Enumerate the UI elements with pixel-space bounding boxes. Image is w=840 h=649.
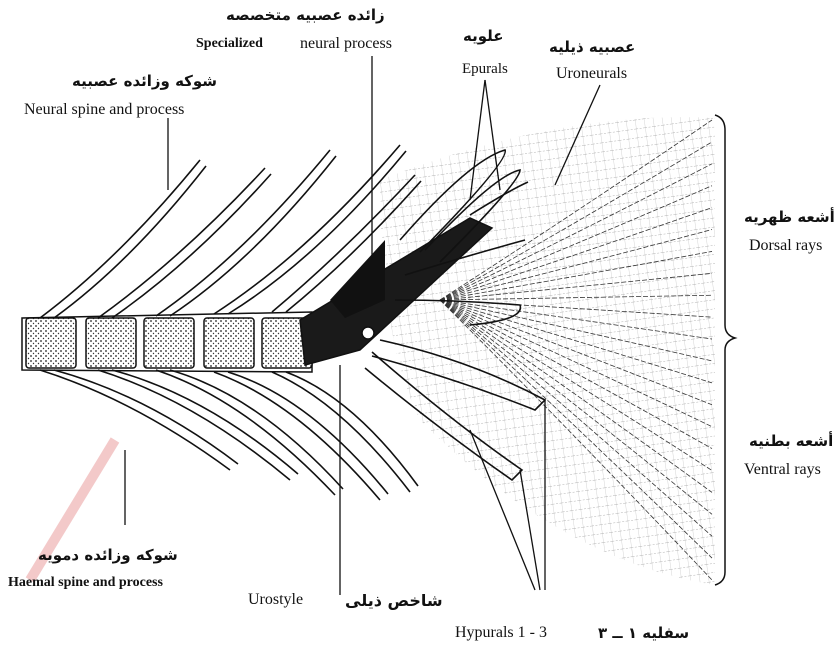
haemal-spine [272,372,418,492]
fin-brackets [715,115,735,585]
epurals-label-en: Epurals [462,62,508,77]
specialized-neural-process-label-ar: زائده عصبيه متخصصه [226,8,385,23]
haemal-spine-label-en: Haemal spine and process [8,576,163,590]
specialized-label-en: Specialized [196,37,263,51]
vertebra [86,318,136,368]
uroneurals-label-en: Uroneurals [556,66,627,82]
caudal-fin-rays [380,117,715,585]
vertebra [144,318,194,368]
vertebra [204,318,254,368]
neural-spine-label-en: Neural spine and process [24,102,184,118]
hypurals-label-ar: سفليه ١ ــ ٣ [598,626,689,641]
uroneurals-label-ar: عصبيه ذيليه [549,40,635,55]
ventral-rays-label-en: Ventral rays [744,462,821,478]
vertebral-column [22,312,312,372]
watermark-mark [20,430,130,590]
hypurals-label-en: Hypurals 1 - 3 [455,625,547,641]
urostyle-label-en: Urostyle [248,592,303,608]
neural-spine-label-ar: شوكه وزائده عصبيه [72,74,217,89]
dorsal-rays-label-ar: أشعه ظهريه [744,210,835,225]
dorsal-rays-label-en: Dorsal rays [749,238,822,254]
urostyle-label-ar: شاخص ذيلى [345,593,443,609]
neural-spine [40,160,206,318]
epurals-label-ar: علويه [463,29,504,44]
vertebra [26,318,76,368]
haemal-spine-label-ar: شوكه وزائده دمويه [38,548,178,563]
neural-process-label-en: neural process [300,36,392,52]
ventral-rays-label-ar: أشعه بطنيه [749,434,833,449]
